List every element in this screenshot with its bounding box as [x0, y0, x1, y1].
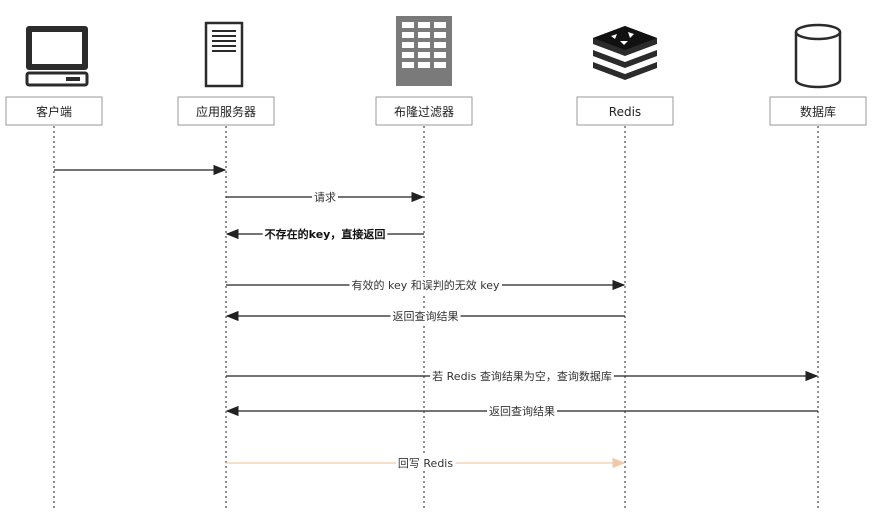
message-label-bg-2 [262, 226, 388, 242]
participant-box-client: 客户端 [5, 96, 103, 126]
filter-block-icon [396, 16, 452, 86]
message-6: 返回查询结果 [225, 403, 818, 419]
message-label-1: 请求 [314, 191, 336, 204]
server-tower-icon [204, 21, 244, 88]
database-cylinder-icon [794, 23, 842, 89]
message-label-4: 返回查询结果 [393, 309, 459, 323]
message-label-bg-1 [312, 190, 338, 205]
message-label-bg-5 [430, 368, 614, 384]
message-5: 若 Redis 查询结果为空，查询数据库 [226, 368, 819, 384]
message-label-6: 返回查询结果 [489, 404, 555, 418]
participant-label-db: 数据库 [800, 104, 836, 119]
monitor-icon [25, 26, 89, 87]
participant-label-redis: Redis [609, 105, 641, 119]
message-3: 有效的 key 和误判的无效 key [226, 277, 626, 293]
participant-box-redis: Redis [576, 96, 674, 126]
participant-label-bloom: 布隆过滤器 [394, 104, 454, 119]
message-label-3: 有效的 key 和误判的无效 key [352, 278, 500, 292]
message-label-bg-6 [487, 403, 557, 419]
participant-label-app: 应用服务器 [196, 104, 256, 119]
message-label-bg-7 [395, 456, 456, 471]
message-label-5: 若 Redis 查询结果为空，查询数据库 [432, 369, 612, 383]
message-7: 回写 Redis [226, 456, 626, 471]
message-label-2: 不存在的key，直接返回 [265, 227, 386, 241]
message-2: 不存在的key，直接返回 [225, 226, 424, 242]
message-label-bg-3 [349, 277, 502, 293]
participant-box-bloom: 布隆过滤器 [375, 96, 473, 126]
participant-box-db: 数据库 [769, 96, 867, 126]
message-label-7: 回写 Redis [398, 457, 453, 470]
message-1: 请求 [226, 190, 425, 205]
participant-box-app: 应用服务器 [177, 96, 275, 126]
message-label-bg-4 [390, 308, 461, 324]
redis-stack-icon [593, 26, 657, 80]
participant-label-client: 客户端 [36, 104, 72, 119]
message-4: 返回查询结果 [225, 308, 625, 324]
